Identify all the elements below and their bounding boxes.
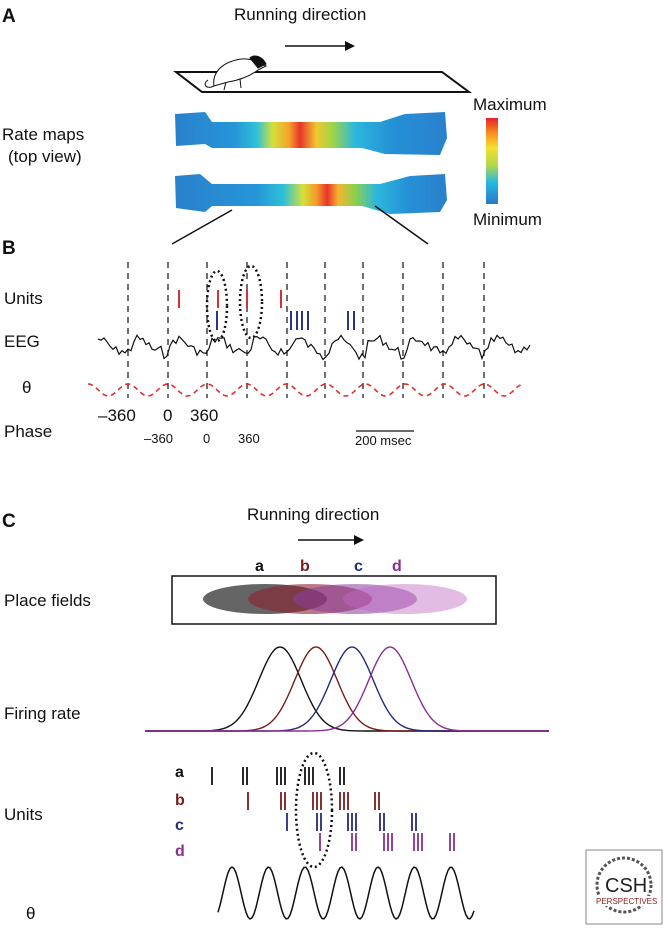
place-field-d — [343, 584, 467, 614]
theta-trough-lines — [127, 262, 485, 398]
dotted-ellipse-2 — [238, 264, 264, 340]
zoom-line-left — [171, 209, 233, 245]
colorbar-max-label: Maximum — [473, 95, 547, 114]
panel-c-label: C — [2, 511, 16, 532]
rat-icon — [204, 55, 268, 91]
eeg-label: EEG — [4, 332, 40, 351]
direction-arrow-c — [298, 535, 364, 545]
theta-wave-b — [87, 383, 525, 397]
theta-wave-c — [217, 866, 475, 920]
rate-map-2 — [175, 174, 447, 214]
zoom-line-right — [374, 205, 429, 245]
eeg-trace — [97, 334, 531, 361]
phase-tick-large-2: 0 — [163, 406, 172, 425]
colorbar-min-label: Minimum — [473, 210, 542, 229]
firing-curve-b — [145, 646, 549, 732]
panel-b-label: B — [2, 238, 16, 259]
field-letter-d: d — [392, 558, 402, 575]
field-letter-b: b — [300, 558, 310, 575]
scalebar-label: 200 msec — [355, 433, 412, 448]
raster-letter-a: a — [175, 764, 184, 781]
firing-curve-a — [145, 646, 549, 732]
running-direction-a: Running direction — [234, 5, 366, 24]
unit-rasters-c — [211, 767, 455, 851]
panel-a-label: A — [2, 6, 16, 27]
direction-arrow-a — [285, 41, 355, 51]
logo-text-perspectives: PERSPECTIVES — [596, 897, 657, 906]
phase-tick-small-2: 0 — [203, 431, 210, 446]
phase-tick-small-1: –360 — [144, 431, 173, 446]
rate-maps-label: Rate maps — [2, 125, 84, 144]
raster-letter-c: c — [175, 817, 184, 834]
unit-spikes-b — [178, 290, 355, 330]
place-fields-label: Place fields — [4, 591, 91, 610]
units-label-b: Units — [4, 289, 43, 308]
firing-rate-curves — [145, 646, 549, 732]
phase-label: Phase — [4, 422, 52, 441]
raster-letter-b: b — [175, 792, 185, 809]
place-field-ellipses — [203, 584, 467, 614]
phase-tick-large-1: –360 — [98, 406, 136, 425]
theta-label-b: θ — [22, 378, 31, 397]
place-field-c — [293, 584, 417, 614]
colorbar — [486, 118, 498, 204]
csh-perspectives-logo: CSH PERSPECTIVES — [585, 849, 663, 925]
field-letter-c: c — [354, 558, 363, 575]
rate-maps-sublabel: (top view) — [8, 147, 82, 166]
units-label-c: Units — [4, 805, 43, 824]
running-direction-c: Running direction — [247, 505, 379, 524]
phase-tick-small-3: 360 — [238, 431, 260, 446]
theta-label-c: θ — [26, 904, 35, 923]
raster-letter-d: d — [175, 843, 185, 860]
logo-text-csh: CSH — [605, 875, 647, 897]
firing-curve-c — [145, 646, 549, 732]
field-letter-a: a — [255, 558, 264, 575]
dotted-ellipse-1 — [205, 269, 229, 343]
rate-map-1 — [175, 112, 447, 155]
dotted-ellipse-c — [294, 751, 334, 869]
firing-curve-d — [145, 646, 549, 732]
phase-tick-large-3: 360 — [190, 406, 218, 425]
track-platform — [173, 71, 473, 93]
firing-rate-label: Firing rate — [4, 704, 81, 723]
